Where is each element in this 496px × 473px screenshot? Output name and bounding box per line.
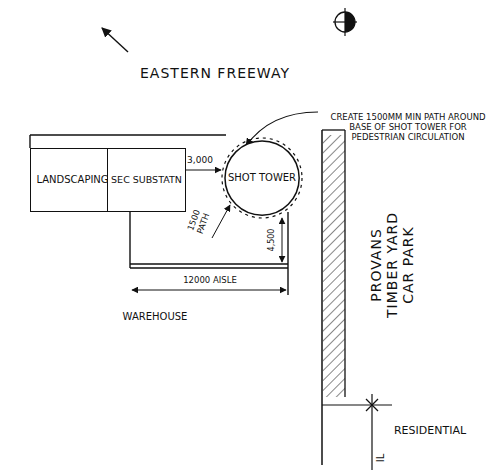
area-name: WAREHOUSE [105, 311, 205, 323]
boundary-mark: IL [375, 448, 387, 468]
area-name: RESIDENTIAL [380, 425, 480, 438]
boundary-hatch [322, 130, 345, 465]
shot-tower-circle: SHOT TOWER [224, 140, 300, 216]
pedestrian-path [222, 138, 302, 218]
node-label: SHOT TOWER [228, 172, 296, 184]
landscaping-area: LANDSCAPING [30, 148, 115, 212]
dimension-text: 4,500 [267, 220, 276, 260]
dimension-line [212, 205, 230, 238]
north-symbol [333, 8, 357, 36]
dimension-text: 3,000 [180, 155, 220, 165]
dimension-line [132, 290, 286, 291]
node-label: LANDSCAPING [36, 174, 108, 186]
dimension-text: 1500 PATH [184, 203, 214, 242]
dimension-line [180, 170, 221, 171]
dimension-line [282, 218, 283, 262]
direction-arrow [102, 28, 128, 52]
callout-note: CREATE 1500MM MIN PATH AROUND BASE OF SH… [323, 113, 493, 142]
substation-box: SEC SUBSTATN [107, 148, 186, 212]
road-name: EASTERN FREEWAY [115, 65, 315, 81]
boundary-line [322, 394, 392, 470]
node-label: SEC SUBSTATN [111, 175, 182, 186]
area-name: PROVANS TIMBER YARD CAR PARK [368, 203, 416, 328]
dimension-text: 12000 AISLE [181, 276, 239, 286]
